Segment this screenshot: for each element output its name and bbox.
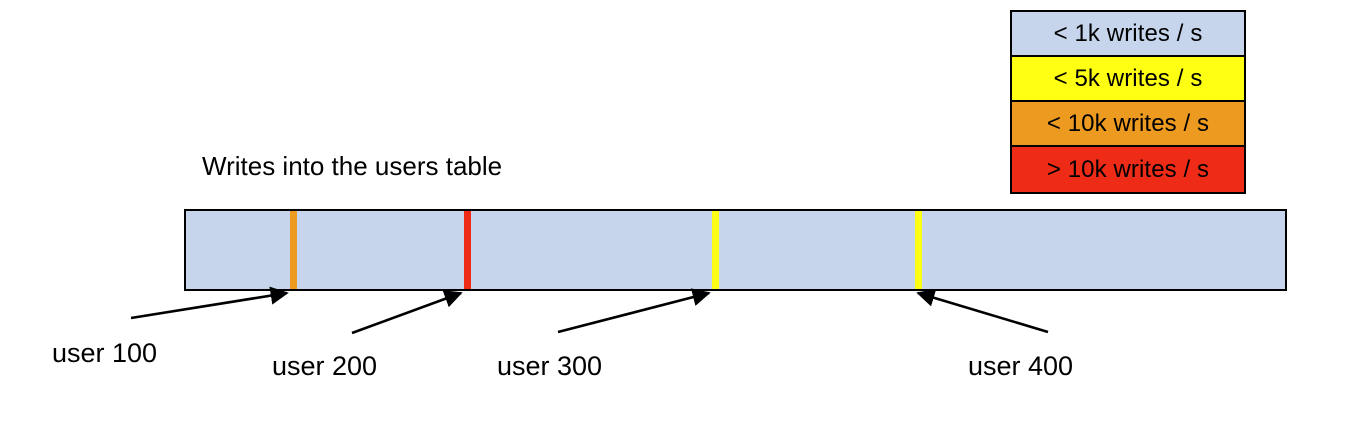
legend-item-label: < 10k writes / s [1046, 109, 1210, 137]
user-100-label: user 100 [52, 338, 158, 368]
legend-item-lt-10k: < 10k writes / s [1012, 102, 1244, 147]
user-300-label: user 300 [497, 351, 603, 381]
legend-item-gt-10k: > 10k writes / s [1012, 147, 1244, 192]
user-400-arrow [916, 288, 1049, 334]
user-300-arrow [557, 288, 711, 334]
legend-item-lt-1k: < 1k writes / s [1012, 12, 1244, 57]
legend-item-lt-5k: < 5k writes / s [1012, 57, 1244, 102]
user-300-stripe [712, 211, 719, 289]
user-100-arrow [130, 286, 289, 320]
legend-item-label: < 5k writes / s [1053, 64, 1203, 92]
chart-title: Writes into the users table [202, 151, 503, 181]
legend-item-label: > 10k writes / s [1046, 155, 1210, 183]
user-400-stripe [915, 211, 922, 289]
user-200-arrow [351, 290, 463, 335]
user-400-label: user 400 [968, 351, 1074, 381]
legend-item-label: < 1k writes / s [1053, 19, 1203, 47]
user-200-stripe [464, 211, 471, 289]
user-100-stripe [290, 211, 297, 289]
users-table-bar [184, 209, 1287, 291]
legend: < 1k writes / s < 5k writes / s < 10k wr… [1010, 10, 1246, 194]
user-200-label: user 200 [272, 351, 378, 381]
